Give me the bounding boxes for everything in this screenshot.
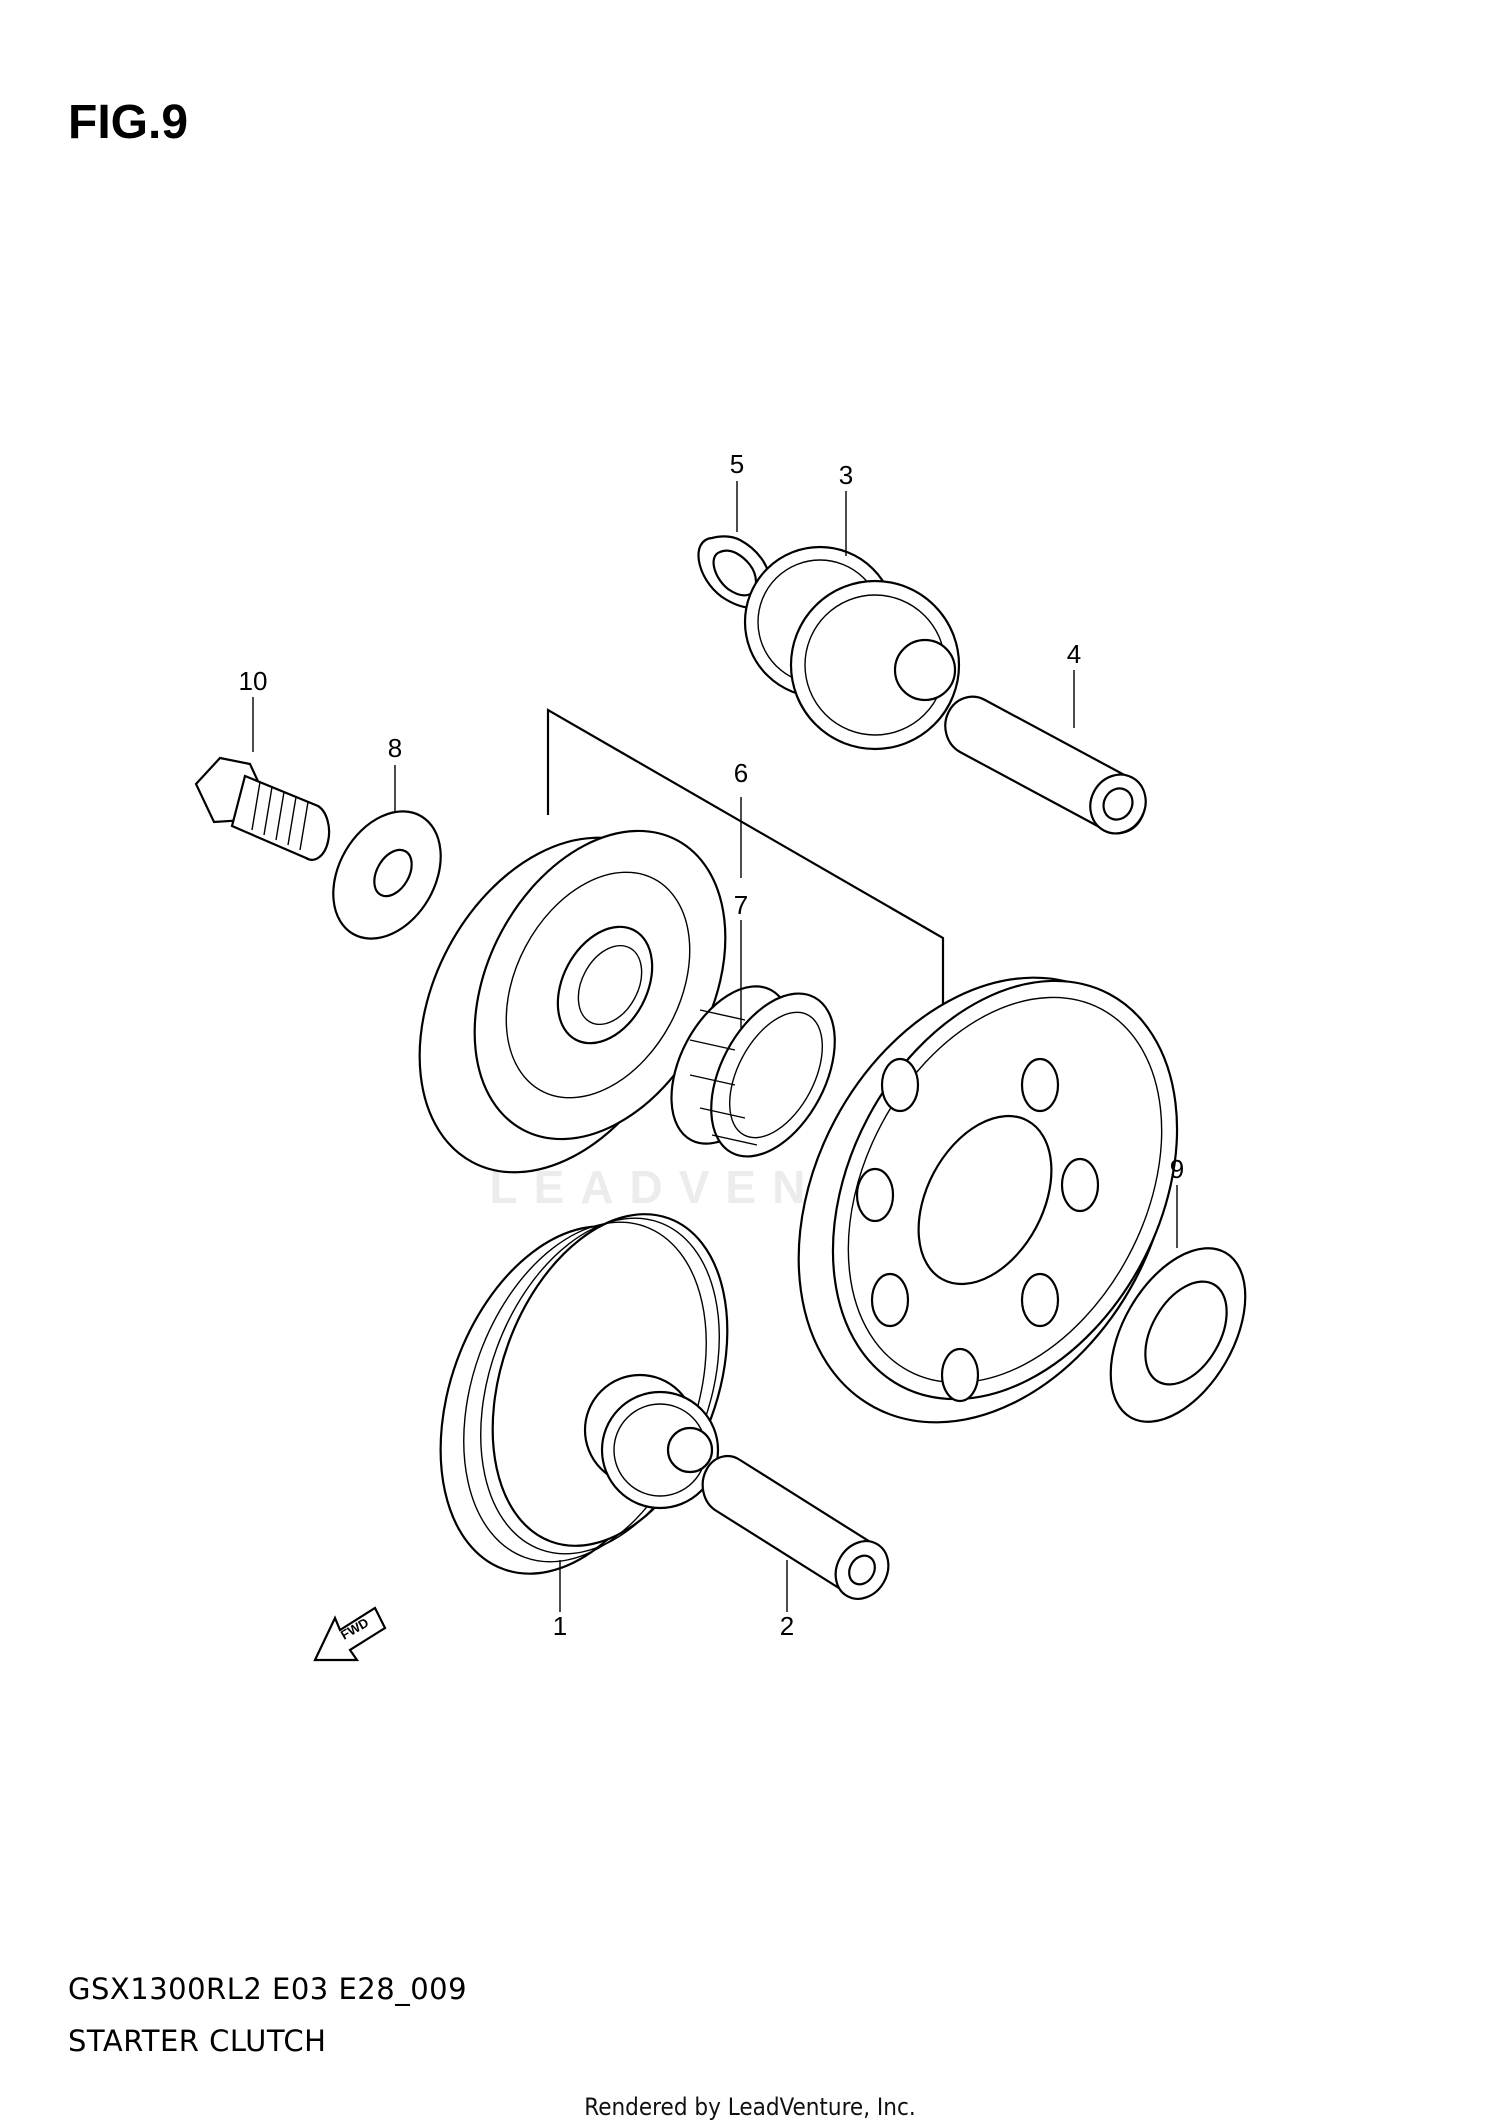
callout-10: 10 <box>239 666 268 696</box>
callout-1: 1 <box>553 1611 567 1641</box>
callout-4: 4 <box>1067 639 1081 669</box>
model-code: GSX1300RL2 E03 E28_009 <box>68 1972 468 2006</box>
part-8-washer[interactable] <box>311 792 462 958</box>
callout-5: 5 <box>730 449 744 479</box>
part-2-shaft[interactable] <box>701 1455 899 1608</box>
part-9-washer[interactable] <box>1083 1225 1273 1445</box>
callout-6: 6 <box>734 758 748 788</box>
callout-2: 2 <box>780 1611 794 1641</box>
starter-clutch-housing[interactable] <box>365 788 776 1220</box>
callout-9: 9 <box>1170 1154 1184 1184</box>
callout-3: 3 <box>839 460 853 490</box>
starter-driven-gear[interactable] <box>725 913 1247 1488</box>
figure-title: FIG.9 <box>68 96 189 149</box>
fwd-arrow-icon: FWD <box>313 1606 387 1662</box>
part-10-bolt[interactable] <box>194 756 331 861</box>
part-3-idle-gear[interactable] <box>743 545 961 751</box>
part-4-shaft[interactable] <box>944 695 1156 843</box>
part-7-needle-bearing[interactable] <box>647 966 860 1177</box>
section-name: STARTER CLUTCH <box>68 2024 327 2058</box>
callout-7: 7 <box>734 890 748 920</box>
part-1-clutch-gear[interactable] <box>395 1181 770 1608</box>
callout-8: 8 <box>388 733 402 763</box>
part-5-circlip[interactable] <box>697 535 772 609</box>
render-credit: Rendered by LeadVenture, Inc. <box>584 2093 916 2121</box>
leader-lines <box>252 481 1178 1612</box>
assembly-bracket <box>546 708 945 1010</box>
